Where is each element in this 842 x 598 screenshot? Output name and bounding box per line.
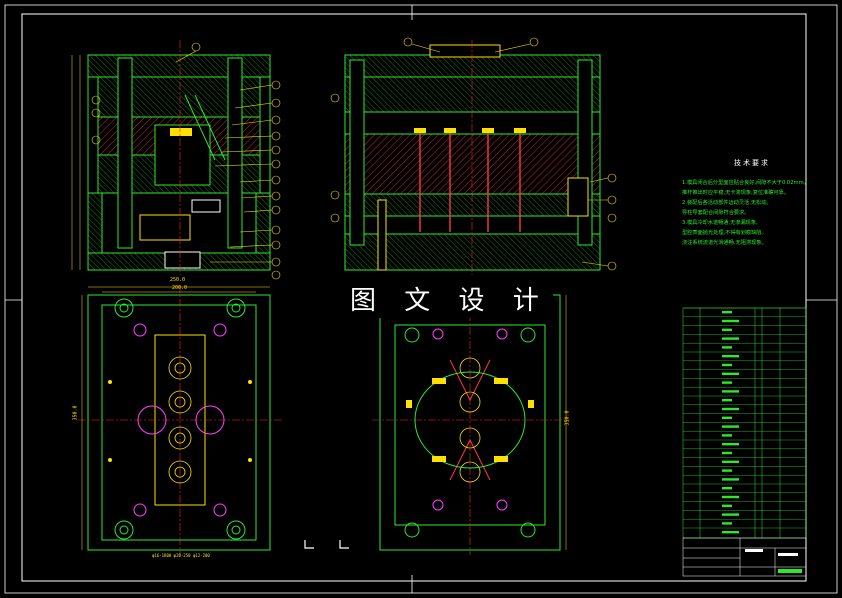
bom-row-text: [722, 381, 732, 384]
bom-row-text: [722, 337, 739, 340]
bom-row-text: [722, 522, 732, 525]
bom-row-text: [722, 469, 732, 472]
tech-note-2: 推杆推出时应平稳,无卡滞现象,复位准确可靠。: [682, 190, 790, 196]
bom-row-text: [722, 346, 732, 349]
bom-rows: [683, 307, 806, 534]
tech-note-3: 2.装配后各活动部件运动灵活,无松动。: [682, 200, 772, 206]
tech-note-1: 1.模具闭合后分型面应贴合良好,间隙不大于0.02mm。: [682, 180, 809, 186]
title-block-name-bar: [745, 549, 763, 552]
bom-row-text: [722, 363, 732, 367]
title-block-code-bar: [778, 569, 802, 573]
bom-row-text: [722, 531, 739, 534]
tech-note-7: 浇注系统流道光滑通畅,无阻滞现象。: [682, 240, 767, 246]
bom-row-text: [722, 504, 732, 507]
bottom-caption: φ16-180H φ20-250 φ12-200: [152, 553, 210, 558]
plan-view-left: [78, 285, 282, 555]
part-callouts-right: [330, 37, 617, 271]
bom-row-text: [722, 416, 732, 419]
sheet-border-outer: [4, 4, 838, 594]
title-block: [682, 537, 807, 577]
tech-note-6: 型腔表面抛光处理,不得有划痕缺陷。: [682, 230, 767, 236]
bom-row-text: [722, 407, 739, 411]
bom-row-text: [722, 399, 732, 402]
tech-note-5: 3.模具冷却水道畅通,无渗漏现象,: [682, 220, 758, 226]
technical-requirements-title: 技术要求: [734, 159, 770, 167]
sheet-border-inner: [21, 13, 807, 582]
bom-row-text: [722, 355, 739, 358]
bom-row-text: [722, 478, 739, 481]
bom-row-text: [722, 311, 732, 314]
bom-table: [682, 307, 807, 539]
zone-ticks: [5, 5, 837, 593]
bom-row-text: [722, 425, 739, 428]
bom-row-text: [722, 487, 732, 490]
bom-row-text: [722, 372, 739, 375]
bom-row-text: [722, 390, 739, 393]
bom-row-text: [722, 495, 739, 499]
part-callouts-left: [91, 42, 281, 280]
tech-note-4: 导柱导套配合间隙符合要求。: [682, 210, 750, 216]
dim-height-right: 350.0: [564, 410, 571, 426]
bom-row-text: [722, 434, 732, 437]
bom-row-text: [722, 460, 739, 463]
bom-row-text: [722, 513, 739, 516]
bom-row-text: [722, 319, 739, 323]
dim-height-left: 350.0: [72, 405, 79, 421]
section-markers: [304, 540, 349, 549]
technical-requirements: 技术要求 1.模具闭合后分型面应贴合良好,间隙不大于0.02mm。 推杆推出时应…: [682, 158, 822, 248]
front-section-view: [71, 40, 271, 275]
dim-width-overall: 250.0: [170, 277, 186, 283]
bom-row-text: [722, 328, 732, 331]
watermark-text: 图 文 设 计: [346, 284, 553, 318]
bom-row-text: [722, 451, 732, 455]
title-block-number-bar: [778, 553, 798, 556]
bom-row-text: [722, 443, 739, 446]
dim-width-inner: 200.0: [172, 285, 188, 291]
side-section-view: [344, 40, 601, 275]
plan-view-right: [372, 285, 570, 555]
